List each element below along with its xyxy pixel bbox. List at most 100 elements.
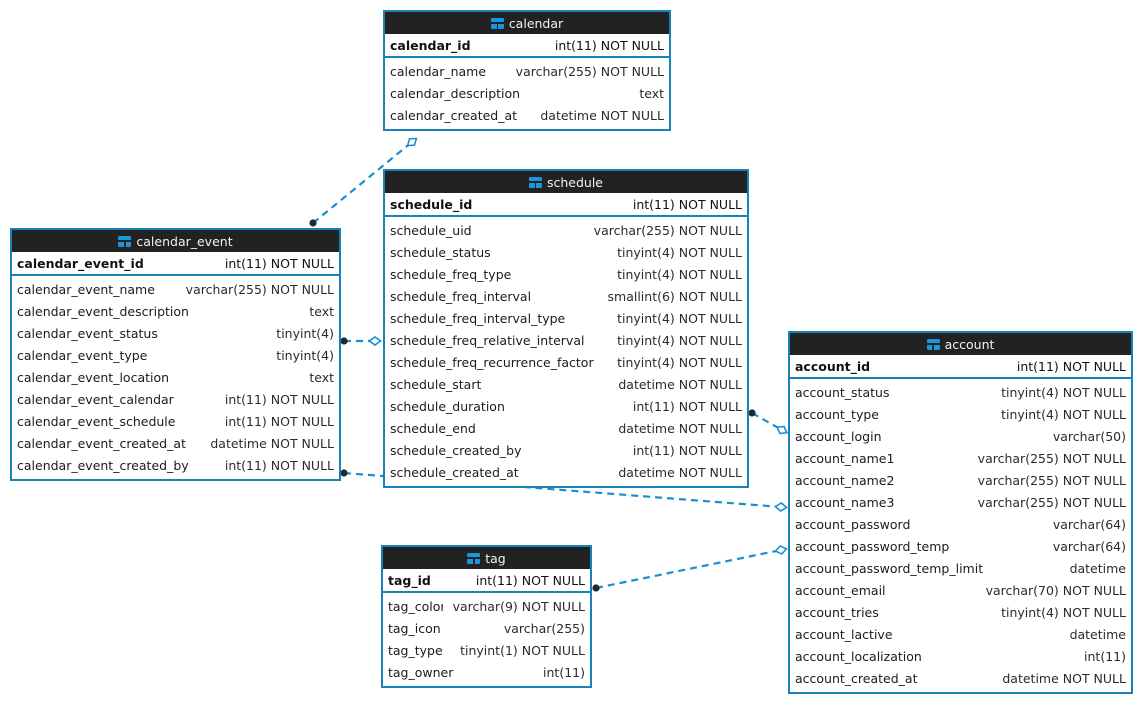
attribute-type: datetime NOT NULL: [210, 435, 334, 451]
attribute-name: account_tries: [795, 604, 879, 620]
attribute-type: int(11) NOT NULL: [632, 398, 742, 414]
attribute-name: account_email: [795, 582, 886, 598]
attribute-type: int(11): [543, 664, 585, 680]
attribute-type: int(11) NOT NULL: [224, 391, 334, 407]
primary-key-name: schedule_id: [390, 196, 473, 212]
relationship-tag-to-account[interactable]: [592, 545, 788, 592]
attribute-name: tag_owner: [388, 664, 454, 680]
attribute-type: datetime NOT NULL: [618, 420, 742, 436]
attribute-type: int(11): [1084, 648, 1126, 664]
entity-header-calendar_event: calendar_event: [12, 230, 339, 252]
primary-key-type: int(11) NOT NULL: [475, 572, 585, 588]
relationship-source-dot: [748, 409, 756, 417]
relationship-schedule-to-account[interactable]: [748, 409, 789, 436]
primary-key-name: account_id: [795, 358, 871, 374]
attribute-name: calendar_event_type: [17, 347, 148, 363]
attribute-type: datetime NOT NULL: [618, 376, 742, 392]
attribute-name: account_login: [795, 428, 882, 444]
attribute-name: calendar_event_calendar: [17, 391, 174, 407]
entity-title: calendar: [508, 15, 564, 31]
attribute-type: tinyint(1) NOT NULL: [460, 642, 585, 658]
attribute-name: account_name3: [795, 494, 895, 510]
attribute-name: calendar_event_description: [17, 303, 189, 319]
relationship-calendar_event-to-schedule[interactable]: [340, 335, 382, 347]
attribute-type: varchar(50): [1052, 428, 1126, 444]
attribute-row[interactable]: schedule_start datetime NOT NULL: [385, 373, 747, 395]
attribute-name: account_localization: [795, 648, 922, 664]
attribute-name: tag_color: [388, 598, 443, 614]
attribute-row[interactable]: account_localization int(11): [790, 645, 1131, 667]
attribute-type: smallint(6) NOT NULL: [607, 288, 743, 304]
attribute-row[interactable]: account_login varchar(50): [790, 425, 1131, 447]
relationship-target-diamond: [775, 425, 789, 435]
attribute-type: varchar(255) NOT NULL: [977, 472, 1126, 488]
attribute-type: varchar(64): [1052, 538, 1126, 554]
attribute-name: tag_icon: [388, 620, 441, 636]
attribute-type: datetime: [1069, 626, 1126, 642]
primary-key-type: int(11) NOT NULL: [554, 37, 664, 53]
attribute-name: schedule_freq_recurrence_factor: [390, 354, 594, 370]
attribute-row[interactable]: account_name2 varchar(255) NOT NULL: [790, 469, 1131, 491]
attribute-name: calendar_description: [390, 85, 521, 101]
attribute-type: int(11) NOT NULL: [224, 457, 334, 473]
attribute-row[interactable]: calendar_event_calendar int(11) NOT NULL: [12, 388, 339, 410]
attribute-row[interactable]: tag_owner int(11): [383, 661, 590, 683]
attribute-name: account_name2: [795, 472, 895, 488]
attribute-name: schedule_start: [390, 376, 482, 392]
attribute-type: tinyint(4) NOT NULL: [1001, 406, 1126, 422]
attribute-row[interactable]: tag_icon varchar(255): [383, 617, 590, 639]
entity-title: account: [944, 336, 995, 352]
attribute-type: varchar(255): [503, 620, 585, 636]
attribute-name: schedule_status: [390, 244, 491, 260]
attribute-name: account_created_at: [795, 670, 918, 686]
attribute-type: varchar(64): [1052, 516, 1126, 532]
relationship-line: [751, 412, 783, 431]
